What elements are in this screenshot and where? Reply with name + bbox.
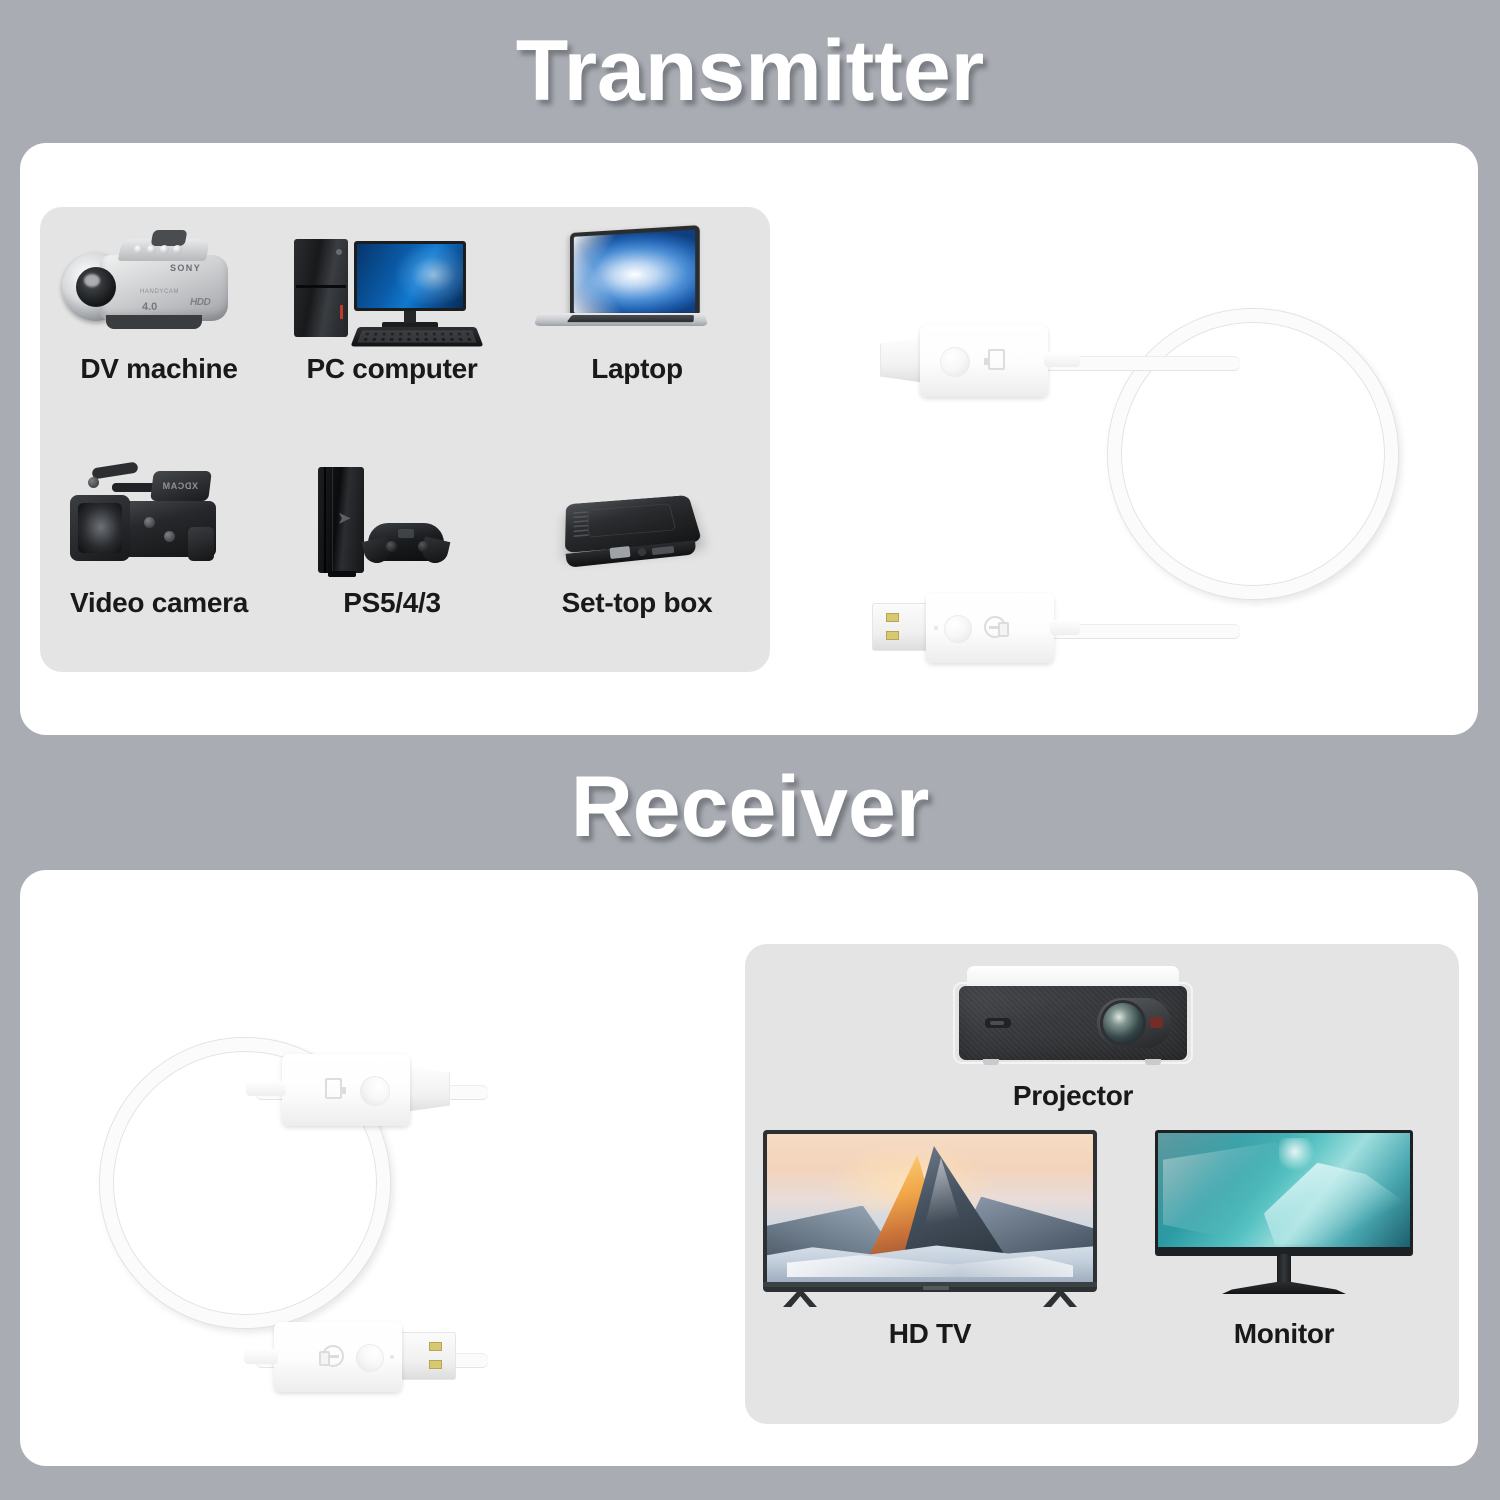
device-label: PC computer — [306, 353, 478, 384]
device-cell-hd-tv: HD TV — [763, 1130, 1097, 1350]
device-cell-video-camera: XDCAM Video camera — [48, 461, 270, 619]
projector-icon — [917, 960, 1229, 1072]
usb-logo-icon — [984, 616, 1009, 638]
desktop-pc-icon — [272, 227, 512, 347]
device-cell-dv-machine: SONY HANDYCAM 4.0 HDD DV machine — [48, 227, 270, 385]
device-cell-set-top-box: Set-top box — [526, 461, 748, 619]
pro-video-camera-icon: XDCAM — [48, 461, 270, 579]
hdmi-port-icon — [984, 349, 1005, 370]
device-label: Monitor — [1233, 1318, 1335, 1349]
transmitter-section-title: Transmitter — [515, 23, 985, 119]
game-console-icon: ➤ — [272, 461, 512, 579]
television-icon — [763, 1130, 1097, 1310]
device-label: DV machine — [80, 353, 238, 384]
computer-monitor-icon — [1145, 1130, 1423, 1310]
device-cell-projector: Projector — [917, 960, 1229, 1112]
transmitter-cable-assembly — [850, 233, 1470, 663]
receiver-panel: Projector — [20, 870, 1478, 1466]
device-label: Projector — [1012, 1080, 1134, 1111]
hdmi-port-icon — [325, 1078, 342, 1099]
device-label: Set-top box — [561, 587, 713, 618]
source-devices-box: SONY HANDYCAM 4.0 HDD DV machine — [40, 207, 770, 672]
device-cell-pc-computer: PC computer — [272, 227, 512, 385]
output-devices-box: Projector — [745, 944, 1459, 1424]
receiver-section-title: Receiver — [570, 759, 930, 855]
receiver-cable-assembly — [60, 962, 680, 1392]
device-cell-monitor: Monitor — [1145, 1130, 1423, 1350]
transmitter-panel: SONY HANDYCAM 4.0 HDD DV machine — [20, 143, 1478, 735]
device-cell-laptop: Laptop — [526, 225, 748, 385]
device-cell-game-console: ➤ PS5/4/3 — [272, 461, 512, 619]
device-label: Laptop — [591, 353, 683, 384]
set-top-box-icon — [526, 461, 748, 579]
laptop-icon — [526, 225, 748, 345]
cable-coil — [1108, 309, 1398, 599]
device-label: HD TV — [888, 1318, 972, 1349]
device-label: PS5/4/3 — [343, 587, 441, 618]
camcorder-silver-icon: SONY HANDYCAM 4.0 HDD — [48, 227, 270, 345]
device-label: Video camera — [70, 587, 248, 618]
usb-logo-icon — [322, 1345, 344, 1367]
